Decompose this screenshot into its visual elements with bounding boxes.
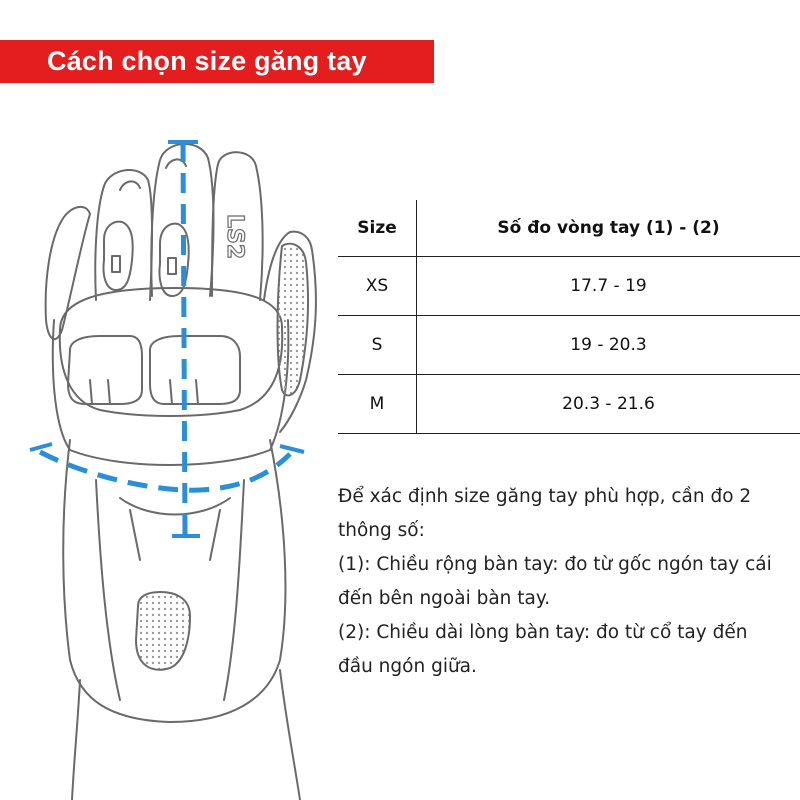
table-row: M 20.3 - 21.6 <box>338 374 800 434</box>
table-row: XS 17.7 - 19 <box>338 256 800 316</box>
sizing-instructions: Để xác định size găng tay phù hợp, cần đ… <box>338 480 788 684</box>
glove-measurement-illustration: LS2 <box>29 140 317 800</box>
instructions-point-2: (2): Chiều dài lòng bàn tay: đo từ cổ ta… <box>338 622 748 677</box>
header-measurement: Số đo vòng tay (1) - (2) <box>416 200 800 257</box>
width-cap-left <box>29 442 53 452</box>
size-chart-table: Size Số đo vòng tay (1) - (2) XS 17.7 - … <box>338 200 800 434</box>
knuckle-guard-outline <box>58 287 284 417</box>
width-measure-line <box>38 449 292 493</box>
header-size: Size <box>338 200 417 257</box>
glove-cuff-outline <box>62 439 287 723</box>
measurement-cell: 17.7 - 19 <box>416 256 800 316</box>
measurement-lines <box>29 140 305 538</box>
size-cell: XS <box>338 256 417 316</box>
thumb-outline <box>44 205 91 341</box>
brand-mark: LS2 <box>222 214 247 259</box>
table-row: S 19 - 20.3 <box>338 315 800 375</box>
size-cell: M <box>338 374 417 434</box>
finger-ring-outline <box>211 151 264 301</box>
forearm-outline <box>71 669 301 800</box>
finger-little-outline <box>263 230 317 433</box>
size-cell: S <box>338 315 417 375</box>
measurement-cell: 19 - 20.3 <box>416 315 800 375</box>
title-banner: Cách chọn size găng tay <box>0 40 434 83</box>
glove-hand-outline <box>51 319 290 466</box>
width-cap-right <box>279 444 305 454</box>
instructions-point-1: (1): Chiều rộng bàn tay: đo từ gốc ngón … <box>338 554 772 609</box>
instructions-intro: Để xác định size găng tay phù hợp, cần đ… <box>338 486 752 541</box>
measurement-cell: 20.3 - 21.6 <box>416 374 800 434</box>
banner-title: Cách chọn size găng tay <box>47 46 367 76</box>
table-header-row: Size Số đo vòng tay (1) - (2) <box>338 200 800 257</box>
length-measure-line <box>180 141 188 537</box>
